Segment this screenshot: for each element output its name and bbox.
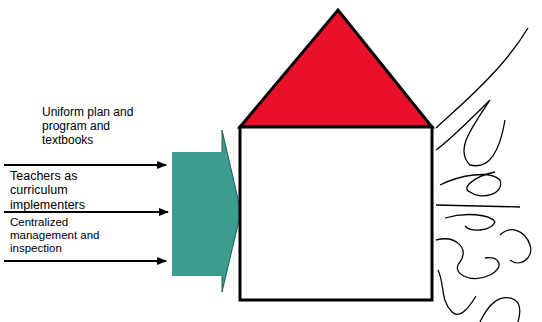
input-arrow — [4, 164, 166, 166]
arrow-label: Teachers as curriculum implementers — [10, 169, 110, 212]
input-arrow — [4, 260, 166, 262]
scribble — [436, 28, 531, 322]
arrow-label: Centralized management and inspection — [10, 216, 115, 256]
house-roof — [240, 10, 432, 127]
funnel-arrow-body — [172, 152, 224, 276]
arrow-label: Uniform plan and program and textbooks — [42, 106, 152, 147]
funnel-arrow-tip — [222, 130, 241, 292]
house-wall — [240, 127, 432, 300]
